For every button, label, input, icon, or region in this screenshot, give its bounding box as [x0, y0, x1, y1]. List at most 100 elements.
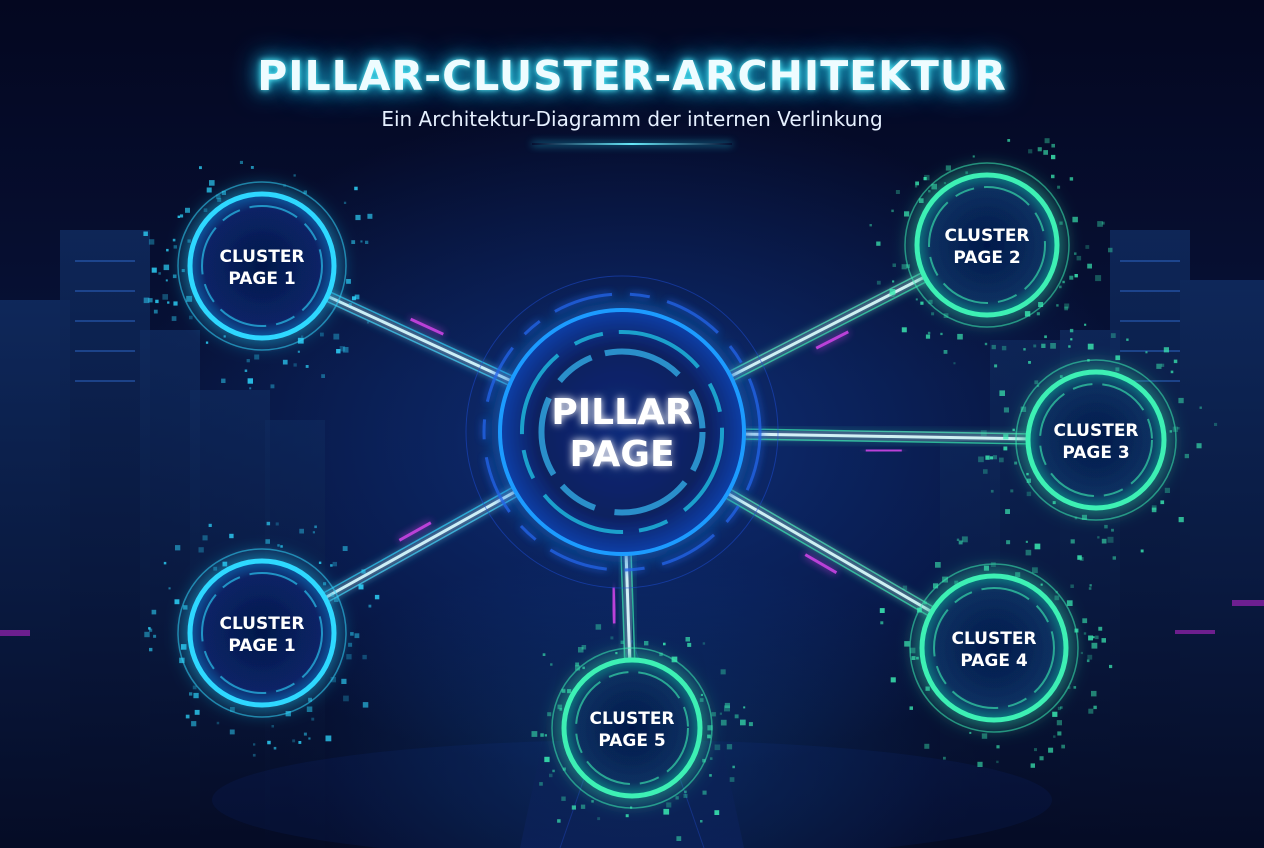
particle: [959, 541, 963, 545]
particle: [204, 208, 208, 212]
particle: [924, 744, 929, 749]
pillar-label-line1: PILLAR: [551, 392, 692, 433]
particle: [928, 332, 930, 334]
particle: [944, 182, 946, 184]
particle: [173, 239, 176, 242]
particle: [996, 761, 998, 763]
particle: [943, 757, 946, 760]
particle: [1087, 660, 1090, 663]
connector-line-bottom: [631, 548, 635, 662]
particle: [957, 334, 963, 340]
connector-line-bottom: [621, 548, 625, 662]
particle: [581, 805, 585, 809]
particle: [155, 300, 158, 303]
particle: [965, 171, 968, 174]
particle: [903, 586, 907, 590]
particle: [182, 269, 185, 272]
particle: [166, 279, 168, 281]
particle: [1031, 763, 1035, 767]
cluster-label-line1: CLUSTER: [1053, 421, 1138, 441]
cluster-label-line2: PAGE 1: [228, 269, 295, 289]
particle: [294, 174, 296, 176]
particle: [1174, 360, 1178, 364]
particle: [1088, 344, 1094, 350]
particle: [1098, 627, 1102, 631]
particle: [720, 713, 722, 715]
particle: [1014, 462, 1017, 465]
particle: [870, 224, 872, 226]
particle: [143, 232, 148, 237]
particle: [213, 567, 217, 571]
particle: [355, 633, 360, 638]
particle: [715, 745, 721, 751]
particle: [247, 359, 250, 362]
particle: [549, 774, 553, 778]
particle: [1032, 567, 1038, 573]
particle: [1064, 304, 1069, 309]
particle: [957, 539, 959, 541]
particle: [1003, 434, 1008, 439]
particle: [355, 215, 360, 220]
particle: [912, 656, 916, 660]
particle: [1074, 686, 1077, 689]
particle: [1179, 517, 1184, 522]
particle: [191, 721, 196, 726]
particle: [1037, 312, 1040, 315]
particle: [1102, 638, 1107, 643]
particle: [1028, 361, 1031, 364]
particle: [172, 316, 177, 321]
particle: [924, 175, 929, 180]
particle: [1090, 584, 1092, 586]
particle: [1034, 380, 1038, 384]
particle: [367, 321, 369, 323]
connector-line-bottom: [626, 548, 630, 662]
particle: [206, 342, 208, 344]
particle: [1040, 756, 1044, 760]
particle: [926, 335, 930, 339]
particle: [1044, 335, 1047, 338]
particle: [229, 534, 233, 538]
particle: [298, 351, 300, 353]
cluster-label-line2: PAGE 2: [953, 248, 1020, 268]
particle: [700, 820, 703, 823]
particle: [251, 166, 254, 169]
particle: [1055, 596, 1060, 601]
particle: [916, 298, 918, 300]
particle: [1041, 344, 1045, 348]
particle: [350, 632, 354, 636]
pillar-label-line2: PAGE: [569, 434, 674, 475]
particle: [331, 594, 334, 597]
particle: [217, 722, 220, 725]
particle: [1091, 691, 1097, 697]
particle: [1160, 500, 1164, 504]
particle: [1087, 264, 1092, 269]
particle: [709, 774, 712, 777]
particle: [1068, 345, 1070, 347]
particle: [1177, 427, 1180, 430]
particle: [891, 210, 894, 213]
particle: [962, 536, 968, 542]
particle: [351, 240, 355, 244]
cluster-label-line1: CLUSTER: [219, 614, 304, 634]
particle: [547, 712, 551, 716]
particle: [154, 310, 158, 314]
particle: [344, 202, 346, 204]
particle: [896, 190, 900, 194]
particle: [1059, 222, 1062, 225]
particle: [224, 335, 226, 337]
particle: [1002, 346, 1006, 350]
particle: [183, 605, 187, 609]
particle: [348, 643, 352, 647]
particle: [1052, 712, 1057, 717]
particle: [185, 208, 190, 213]
particle: [188, 239, 191, 242]
particle: [676, 796, 679, 799]
particle: [1007, 139, 1010, 142]
